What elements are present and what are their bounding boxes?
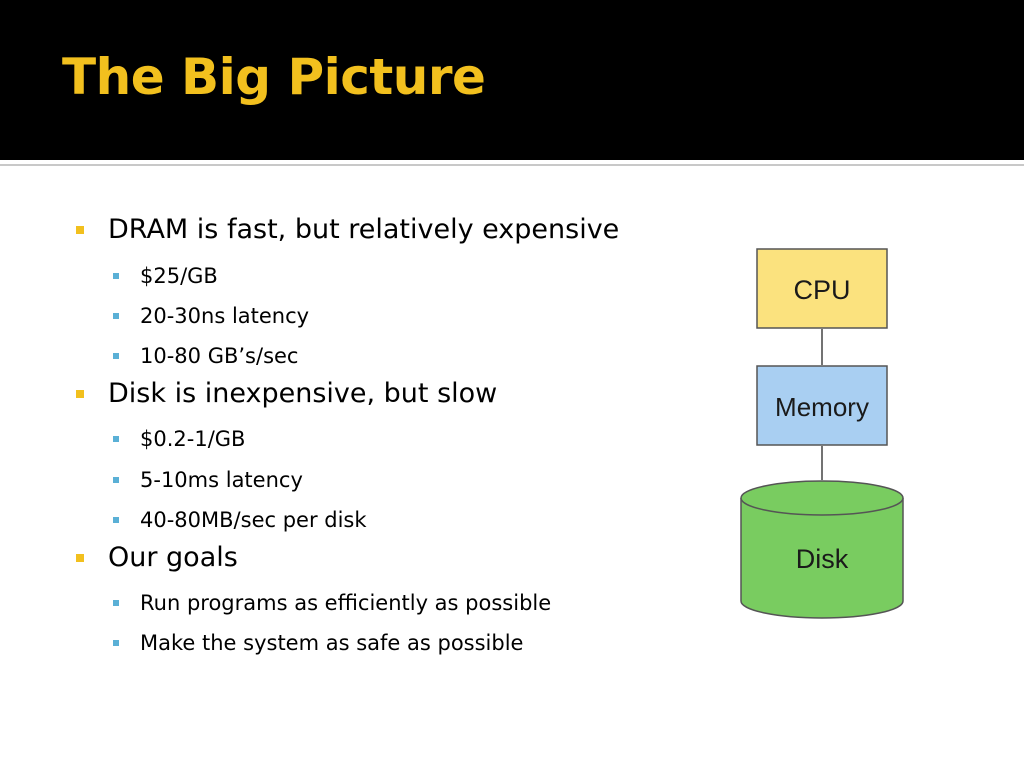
sub-bullet-text: $0.2-1/GB — [140, 427, 246, 451]
square-bullet-icon — [113, 436, 119, 442]
memory-box — [756, 365, 888, 446]
bullet-item: Our goals — [76, 542, 238, 574]
cpu-block: CPU — [756, 248, 888, 329]
square-bullet-icon — [76, 554, 84, 562]
cpu-box — [756, 248, 888, 329]
bullet-item: DRAM is fast, but relatively expensive — [76, 214, 620, 246]
sub-bullet-item: 5-10ms latency — [113, 467, 303, 493]
square-bullet-icon — [113, 600, 119, 606]
square-bullet-icon — [113, 640, 119, 646]
sub-bullet-text: Run programs as efficiently as possible — [140, 591, 552, 615]
sub-bullet-item: $0.2-1/GB — [113, 426, 246, 452]
memory-label: Memory — [775, 392, 869, 422]
disk-body — [740, 498, 904, 619]
sub-bullet-text: 5-10ms latency — [140, 468, 303, 492]
bullet-item: Disk is inexpensive, but slow — [76, 378, 498, 410]
square-bullet-icon — [113, 313, 119, 319]
sub-bullet-item: 20-30ns latency — [113, 303, 310, 329]
square-bullet-icon — [76, 390, 84, 398]
sub-bullet-item: 40-80MB/sec per disk — [113, 507, 367, 533]
square-bullet-icon — [113, 273, 119, 279]
memory-block: Memory — [756, 365, 888, 446]
disk-block: Disk — [740, 480, 904, 619]
bullet-text: Disk is inexpensive, but slow — [108, 378, 498, 409]
sub-bullet-text: 20-30ns latency — [140, 304, 310, 328]
title-divider — [0, 164, 1024, 166]
sub-bullet-item: Run programs as efficiently as possible — [113, 590, 552, 616]
square-bullet-icon — [113, 477, 119, 483]
cpu-label: CPU — [793, 275, 850, 305]
sub-bullet-text: 10-80 GB’s/sec — [140, 344, 299, 368]
bullet-text: DRAM is fast, but relatively expensive — [108, 214, 620, 245]
sub-bullet-text: $25/GB — [140, 264, 218, 288]
sub-bullet-item: $25/GB — [113, 263, 218, 289]
sub-bullet-item: 10-80 GB’s/sec — [113, 343, 299, 369]
sub-bullet-item: Make the system as safe as possible — [113, 630, 524, 656]
square-bullet-icon — [76, 226, 84, 234]
bullet-text: Our goals — [108, 542, 238, 573]
title-bar: The Big Picture — [0, 0, 1024, 160]
square-bullet-icon — [113, 353, 119, 359]
slide-title: The Big Picture — [62, 48, 486, 106]
disk-label: Disk — [796, 544, 849, 574]
disk-top — [740, 480, 904, 516]
sub-bullet-text: 40-80MB/sec per disk — [140, 508, 367, 532]
sub-bullet-text: Make the system as safe as possible — [140, 631, 524, 655]
memory-hierarchy-diagram: CPU Memory Disk — [740, 248, 904, 619]
square-bullet-icon — [113, 517, 119, 523]
